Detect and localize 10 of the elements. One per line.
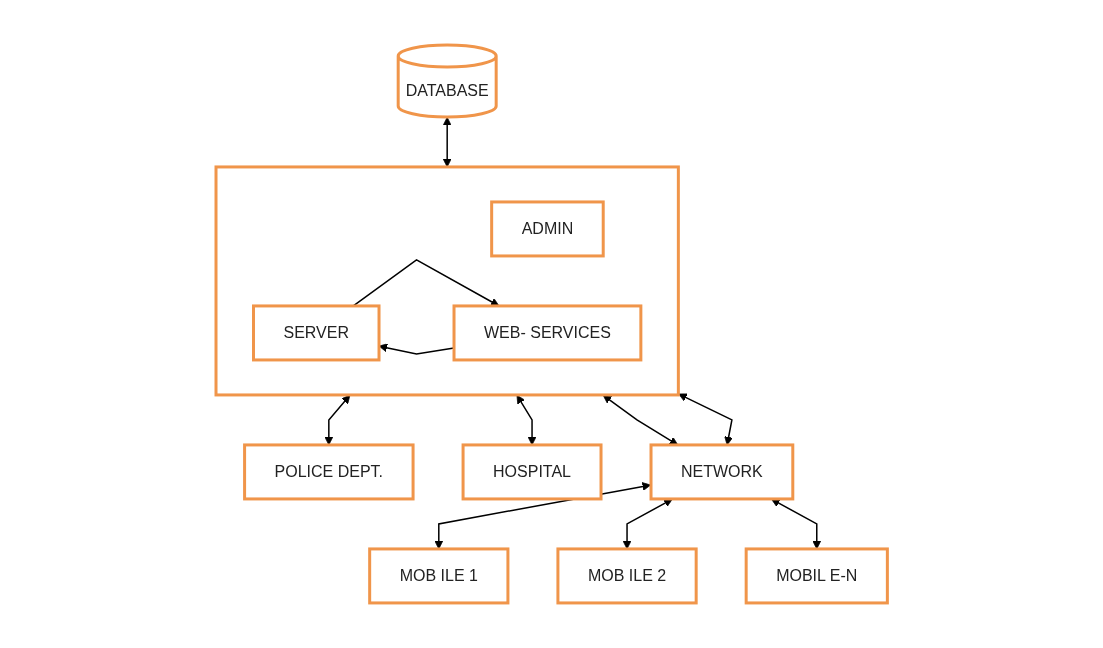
node-box: NETWORK (649, 443, 795, 501)
node-box: WEB- SERVICES (452, 304, 643, 362)
node-box: ADMIN (489, 200, 605, 258)
node-box: HOSPITAL (461, 443, 603, 501)
node-box: MOB ILE 1 (368, 547, 510, 605)
cluster (214, 165, 680, 397)
node-box: MOBIL E-N (744, 547, 889, 605)
node-box: POLICE DEPT. (242, 443, 415, 501)
node-box: MOB ILE 2 (556, 547, 698, 605)
node-box: SERVER (251, 304, 381, 362)
